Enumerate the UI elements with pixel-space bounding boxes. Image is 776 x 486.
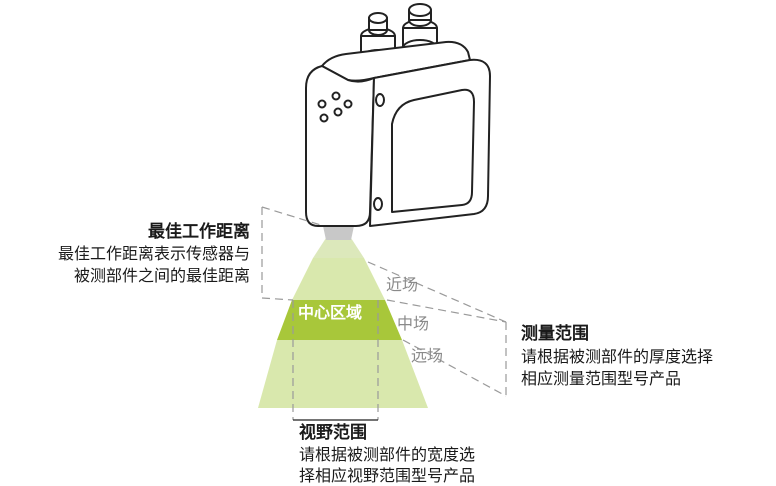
- dimension-guides: [261, 206, 507, 420]
- near-field-label: 近场: [386, 275, 419, 294]
- far-field-label: 远场: [411, 346, 444, 365]
- center-zone-label: 中心区域: [298, 303, 363, 322]
- sensor-lens: [323, 226, 354, 240]
- beam-near-field: [292, 258, 385, 300]
- measurement-range-line2: 相应测量范围型号产品: [521, 369, 682, 388]
- field-of-view-title: 视野范围: [299, 423, 367, 443]
- measurement-range-line1: 请根据被测部件的厚度选择: [521, 347, 714, 366]
- beam-mid-field: [277, 300, 402, 340]
- mid-field-label: 中场: [397, 314, 430, 333]
- field-of-view-line1: 请根据被测部件的宽度选: [299, 445, 476, 464]
- field-of-view-line2: 择相应视野范围型号产品: [299, 466, 476, 485]
- optimal-distance-line1: 最佳工作距离表示传感器与: [57, 244, 250, 263]
- measurement-range-title: 测量范围: [521, 324, 589, 344]
- beam-far-field: [258, 340, 428, 408]
- sensor-body: [305, 3, 491, 227]
- optimal-distance-line2: 被测部件之间的最佳距离: [73, 266, 250, 285]
- optimal-distance-title: 最佳工作距离: [148, 222, 250, 242]
- beam-top-segment: [313, 238, 364, 258]
